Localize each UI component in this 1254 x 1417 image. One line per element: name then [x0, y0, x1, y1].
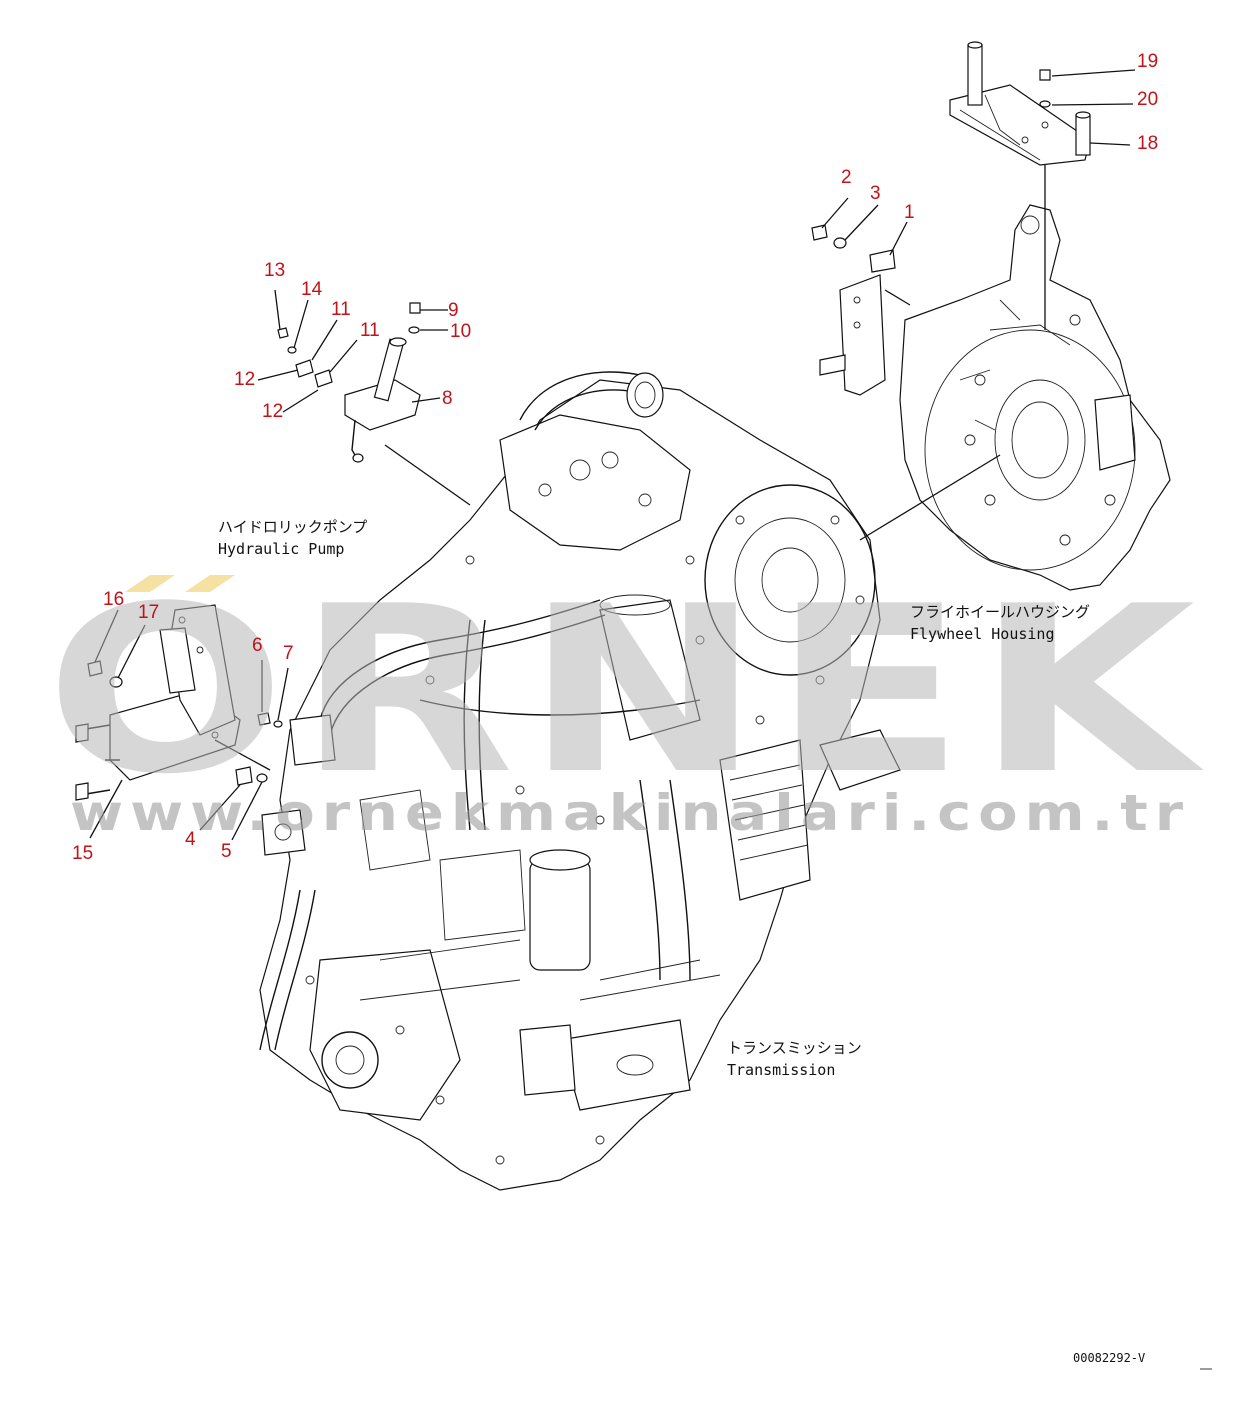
callout-16: 16	[103, 589, 124, 610]
callout-11-upper: 11	[331, 299, 351, 320]
callout-9: 9	[448, 300, 459, 321]
callout-12-lower: 12	[262, 401, 283, 422]
callout-10: 10	[450, 321, 471, 342]
bracket-18-drawing	[949, 41, 1091, 330]
callout-2: 2	[841, 167, 852, 188]
watermark-brand: ORNEK	[45, 558, 1205, 825]
bracket-1-drawing	[811, 224, 911, 396]
callout-18: 18	[1137, 133, 1158, 154]
callout-20: 20	[1137, 89, 1158, 110]
callout-14: 14	[301, 279, 323, 300]
engine-transmission-drawing	[259, 371, 901, 1191]
hydraulic-pump-label-en: Hydraulic Pump	[218, 540, 344, 558]
watermark-accent-right	[185, 575, 235, 592]
watermark-url: www.ornekmakinalari.com.tr	[70, 784, 1190, 842]
bracket-8-drawing	[277, 302, 471, 506]
callout-12-upper: 12	[234, 369, 255, 390]
callout-11-lower: 11	[360, 320, 380, 341]
callout-3: 3	[870, 183, 881, 204]
bracket-15-drawing	[75, 604, 283, 801]
callout-numbers: 1 2 3 4 5 6 7 8 9 10 11 11 12 12 13 14 1…	[72, 51, 1158, 864]
callout-leader-lines	[89, 69, 1136, 841]
watermark-accent-left	[125, 575, 175, 592]
flywheel-leader-line	[859, 454, 1001, 541]
transmission-label-en: Transmission	[727, 1061, 835, 1079]
flywheel-housing-drawing	[899, 204, 1171, 591]
callout-13: 13	[264, 260, 285, 281]
callout-19: 19	[1137, 51, 1158, 72]
callout-5: 5	[221, 841, 232, 862]
callout-1: 1	[904, 202, 915, 223]
transmission-label-jp: トランスミッション	[727, 1039, 862, 1057]
flywheel-housing-label-jp: フライホイールハウジング	[910, 603, 1090, 621]
hydraulic-pump-label-jp: ハイドロリックポンプ	[218, 518, 367, 536]
callout-8: 8	[442, 388, 453, 409]
callout-7: 7	[283, 643, 294, 664]
callout-15: 15	[72, 843, 93, 864]
callout-6: 6	[252, 635, 263, 656]
drawing-id: 00082292-V	[1073, 1351, 1145, 1365]
assembly-labels: ハイドロリックポンプ Hydraulic Pump フライホイールハウジング F…	[218, 518, 1090, 1079]
callout-17: 17	[138, 602, 159, 623]
watermark: ORNEK www.ornekmakinalari.com.tr	[45, 558, 1205, 842]
callout-4: 4	[185, 829, 196, 850]
flywheel-housing-label-en: Flywheel Housing	[910, 625, 1055, 643]
